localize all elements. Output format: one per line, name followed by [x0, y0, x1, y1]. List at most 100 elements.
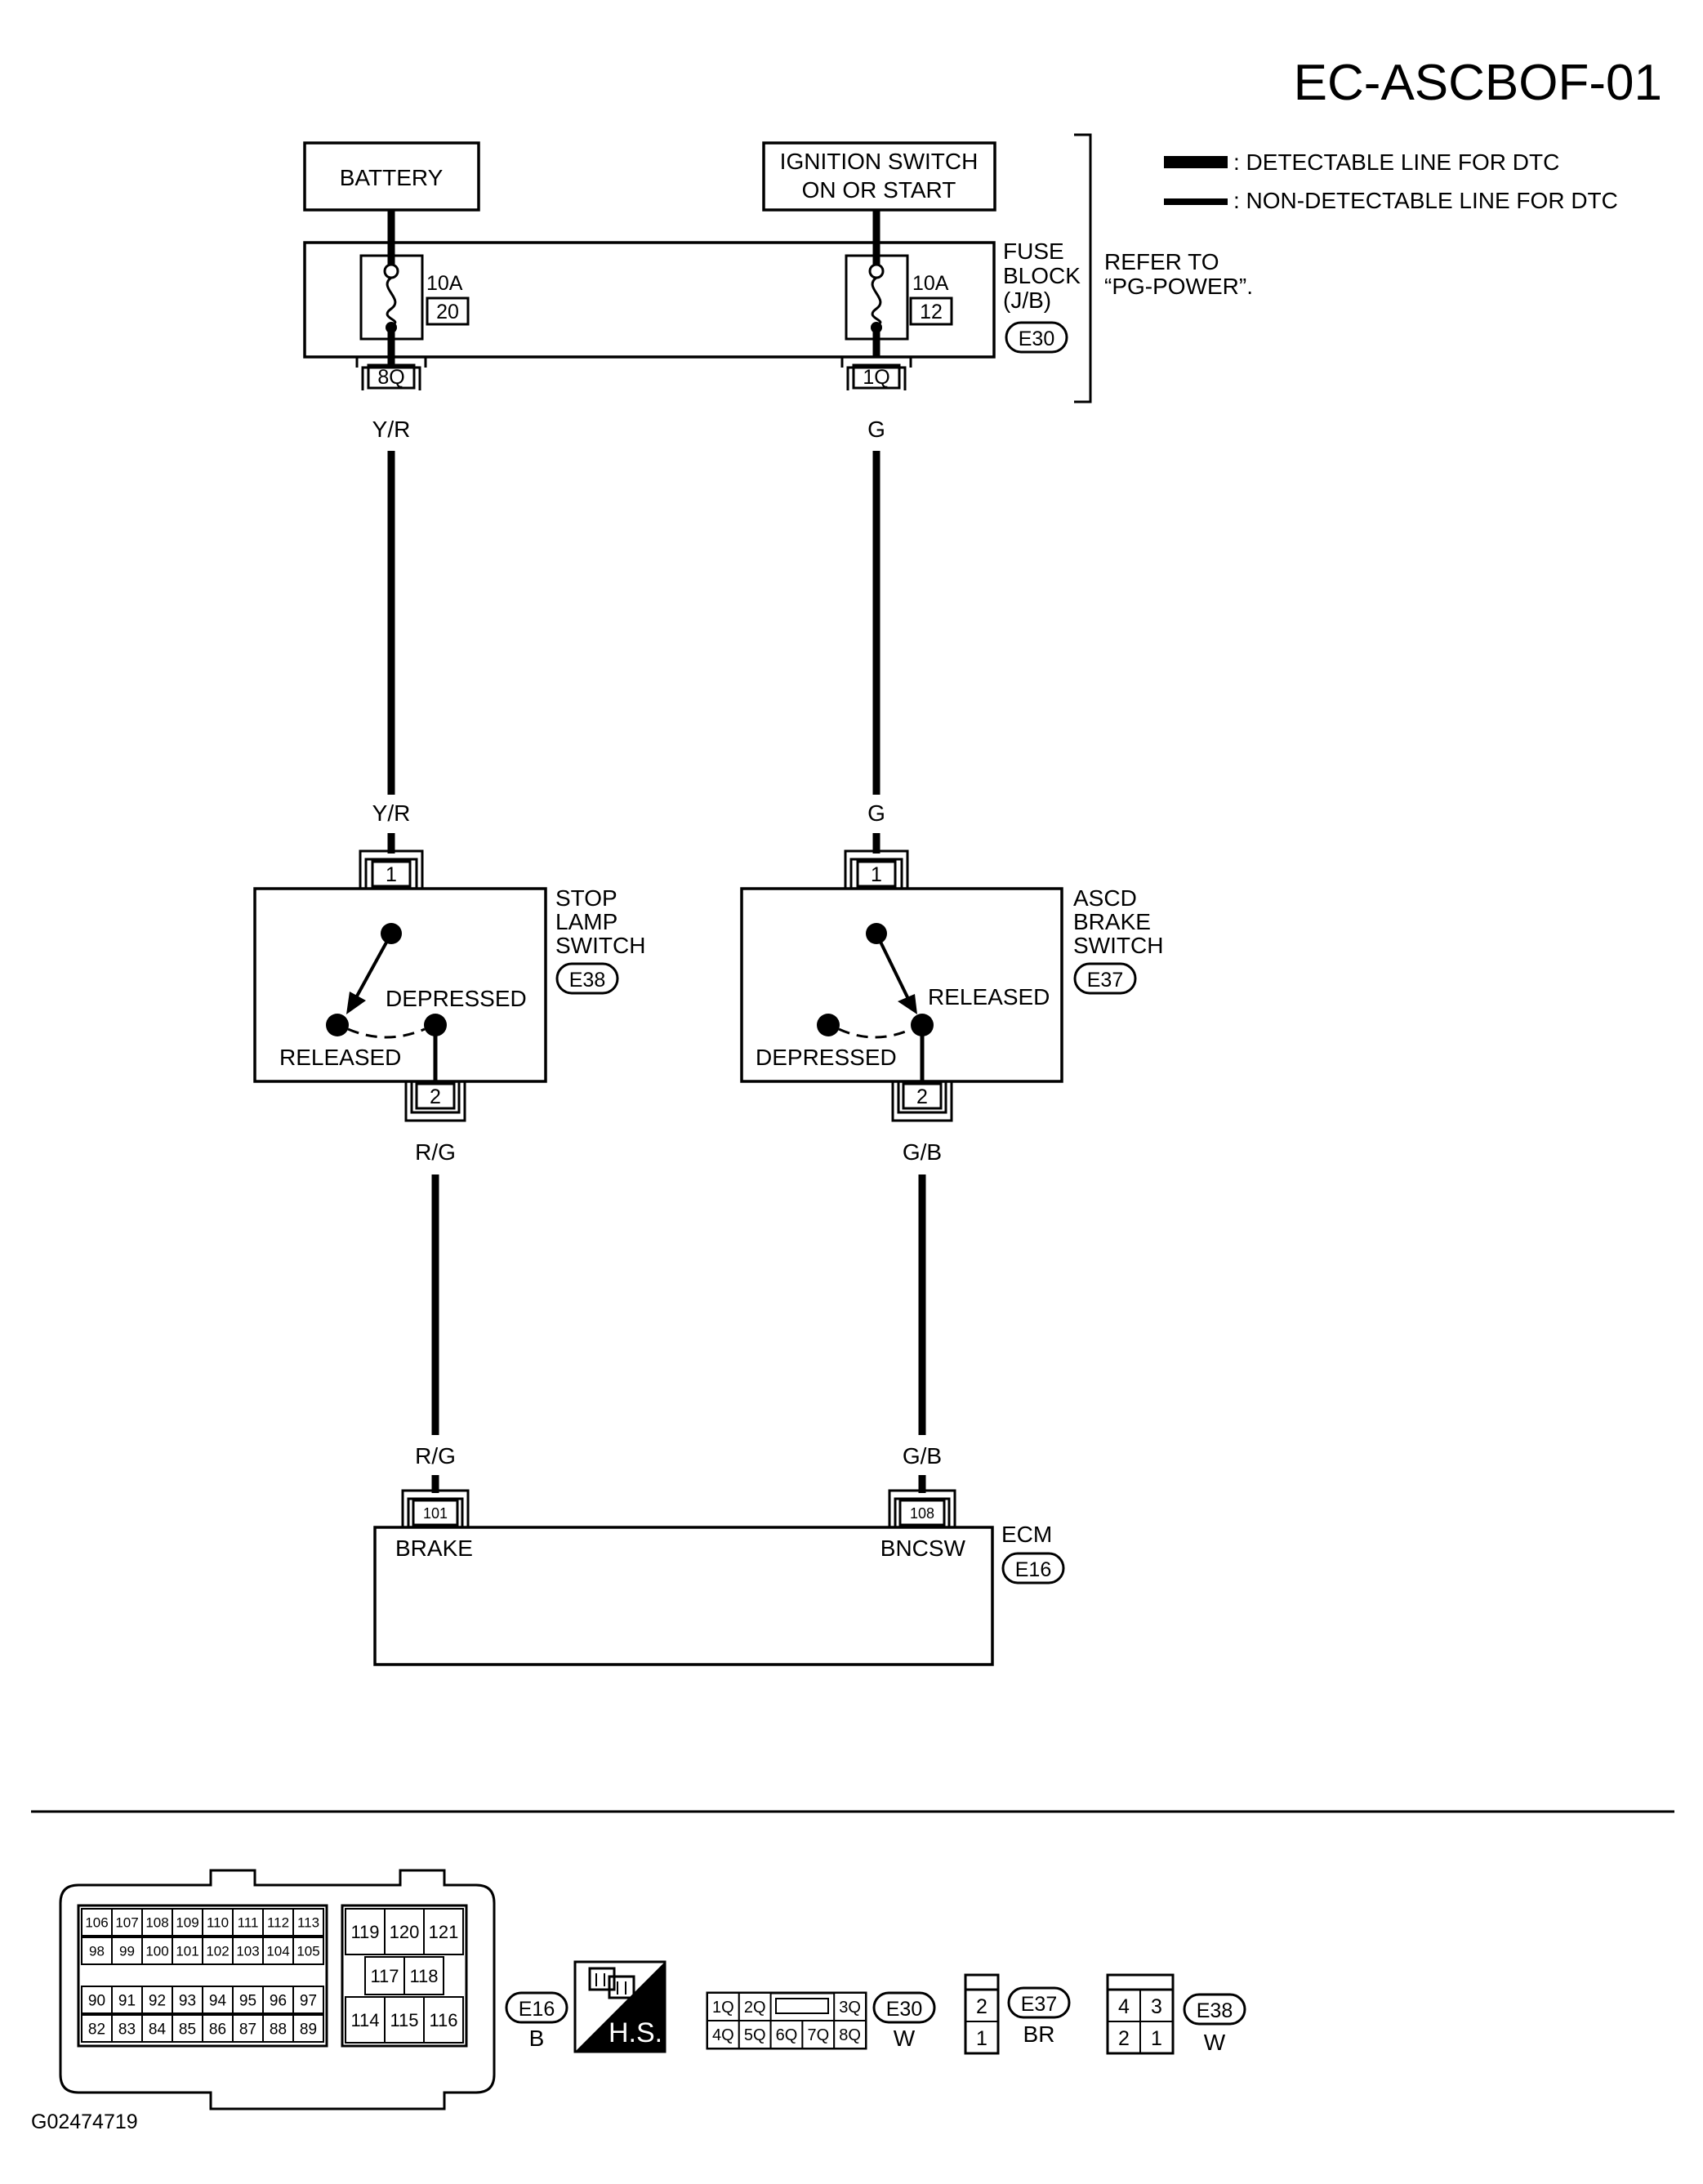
wire-label-right-lower: G [867, 800, 885, 826]
e38-pin-2: 2 [1118, 2027, 1130, 2050]
ecm-pin-101: 101 [423, 1505, 448, 1522]
wire-label-rg-upper: R/G [415, 1139, 456, 1165]
ecm-terminal-brake: BRAKE [395, 1535, 473, 1561]
ascd-brake-switch: 1 RELEASED DEPRESSED 2 [740, 833, 1063, 1122]
ascd-pin-2: 2 [916, 1085, 928, 1108]
battery-box: BATTERY [303, 141, 480, 212]
e16-pin-90: 90 [88, 1992, 105, 2009]
e16-pin-120-cell [384, 1908, 425, 1955]
e16-pin-96: 96 [270, 1992, 287, 2009]
e38-pin-3: 3 [1151, 1995, 1162, 2018]
e16-pin-99-cell [111, 1937, 143, 1965]
ascd-connector-id: E37 [1087, 969, 1123, 992]
e37-pin-2: 2 [976, 1995, 987, 2018]
e30-pin-7Q: 7Q [807, 2026, 829, 2044]
e16-pin-97-cell [292, 1986, 324, 2014]
legend: : DETECTABLE LINE FOR DTC : NON-DETECTAB… [1164, 149, 1618, 213]
e16-pin-91: 91 [118, 1992, 136, 2009]
fuse-left-number: 20 [436, 301, 459, 323]
e37-connector-badge: E37 [1007, 1986, 1071, 2019]
e30-pin-6Q-cell [769, 2020, 804, 2049]
e16-right-block-outline [341, 1904, 468, 2048]
e16-pin-110-cell [202, 1908, 234, 1937]
e16-pin-92: 92 [149, 1992, 166, 2009]
stop-lamp-state-depressed: DEPRESSED [386, 986, 527, 1011]
e16-pin-118: 118 [409, 1966, 438, 1986]
e16-pin-116: 116 [429, 2010, 457, 2030]
e16-pin-112-cell [262, 1908, 294, 1937]
fuse-left-rating: 10A [426, 272, 463, 295]
connector-symbol-icon [588, 1967, 635, 1999]
e37-connector-face: 2 1 [964, 1973, 1000, 2055]
e16-pin-117: 117 [370, 1966, 399, 1986]
e16-pin-116-cell [423, 1996, 464, 2044]
e30-connector-id: E30 [886, 1998, 922, 2021]
e16-pin-90-cell [81, 1986, 113, 2014]
wire-label-left-upper: Y/R [372, 417, 411, 442]
e16-pin-100-cell [141, 1937, 173, 1965]
e16-pin-112: 112 [267, 1915, 289, 1931]
e16-pin-84: 84 [149, 2021, 167, 2038]
e16-pin-106: 106 [85, 1915, 108, 1931]
e16-pin-88-cell [262, 2014, 294, 2043]
e37-connector-color: BR [1023, 2021, 1055, 2047]
e16-pin-113: 113 [297, 1915, 319, 1931]
refer-label-2: “PG-POWER”. [1104, 274, 1253, 299]
e16-pin-101: 101 [176, 1944, 198, 1959]
e16-pin-105-cell [292, 1937, 324, 1965]
e16-pin-86: 86 [209, 2021, 226, 2038]
stop-lamp-pin-2: 2 [430, 1085, 441, 1108]
ascd-label-1: ASCD [1073, 885, 1137, 911]
e16-pin-120: 120 [390, 1922, 420, 1942]
e16-pin-118-cell [403, 1956, 444, 1995]
e16-pin-98: 98 [89, 1944, 105, 1959]
terminal-8q-label: 8Q [377, 366, 404, 389]
stop-lamp-switch: 1 DEPRESSED RELEASED 2 [253, 833, 547, 1122]
fuse-left [359, 243, 424, 357]
ecm-pin-108: 108 [910, 1505, 934, 1522]
fuse-block-connector-badge: E30 [1005, 321, 1068, 354]
stop-lamp-connector-badge: E38 [555, 962, 619, 995]
figure-id: G02474719 [31, 2110, 138, 2133]
ecm-label: ECM [1001, 1522, 1052, 1547]
fuse-block-label-3: (J/B) [1003, 287, 1051, 313]
e16-pin-107-cell [111, 1908, 143, 1937]
e16-pin-95: 95 [239, 1992, 256, 2009]
e16-pin-114-cell [345, 1996, 386, 2044]
ecm: 101 108 BRAKE BNCSW [373, 1475, 994, 1666]
e16-pin-109: 109 [176, 1915, 198, 1931]
e16-pin-114: 114 [350, 2010, 379, 2030]
e16-pin-89: 89 [300, 2021, 317, 2038]
e16-pin-108: 108 [145, 1915, 168, 1931]
e16-pin-103: 103 [236, 1944, 259, 1959]
e16-pin-111-cell [232, 1908, 264, 1937]
ecm-connector-id: E16 [1015, 1558, 1051, 1581]
harness-side-icon: H.S. [573, 1960, 666, 2053]
wire-label-rg-lower: R/G [415, 1443, 456, 1469]
e30-pin-3Q: 3Q [839, 1999, 861, 2017]
e16-connector-color: B [529, 2026, 545, 2051]
e16-pin-88: 88 [270, 2021, 287, 2038]
ascd-connector-badge: E37 [1073, 962, 1137, 995]
e16-pin-82: 82 [88, 2021, 105, 2038]
refer-label-1: REFER TO [1104, 249, 1219, 274]
e37-pin-1: 1 [976, 2027, 987, 2050]
stop-lamp-label-2: LAMP [555, 909, 617, 934]
e16-pin-102: 102 [206, 1944, 229, 1959]
ecm-terminal-bncsw: BNCSW [880, 1535, 966, 1561]
ascd-state-depressed: DEPRESSED [756, 1045, 897, 1070]
harness-side-label: H.S. [609, 2017, 662, 2048]
e16-pin-115: 115 [390, 2010, 418, 2030]
e16-pin-113-cell [292, 1908, 324, 1937]
ignition-switch-label-2: ON OR START [802, 177, 956, 203]
fuse-block-label-2: BLOCK [1003, 263, 1081, 288]
e16-pin-84-cell [141, 2014, 173, 2043]
e16-pin-119: 119 [350, 1922, 379, 1942]
e16-pin-93: 93 [179, 1992, 196, 2009]
e16-pin-121: 121 [429, 1922, 459, 1942]
e16-pin-121-cell [423, 1908, 464, 1955]
e30-pin-3Q-cell [833, 1992, 867, 2021]
ascd-label-2: BRAKE [1073, 909, 1151, 934]
